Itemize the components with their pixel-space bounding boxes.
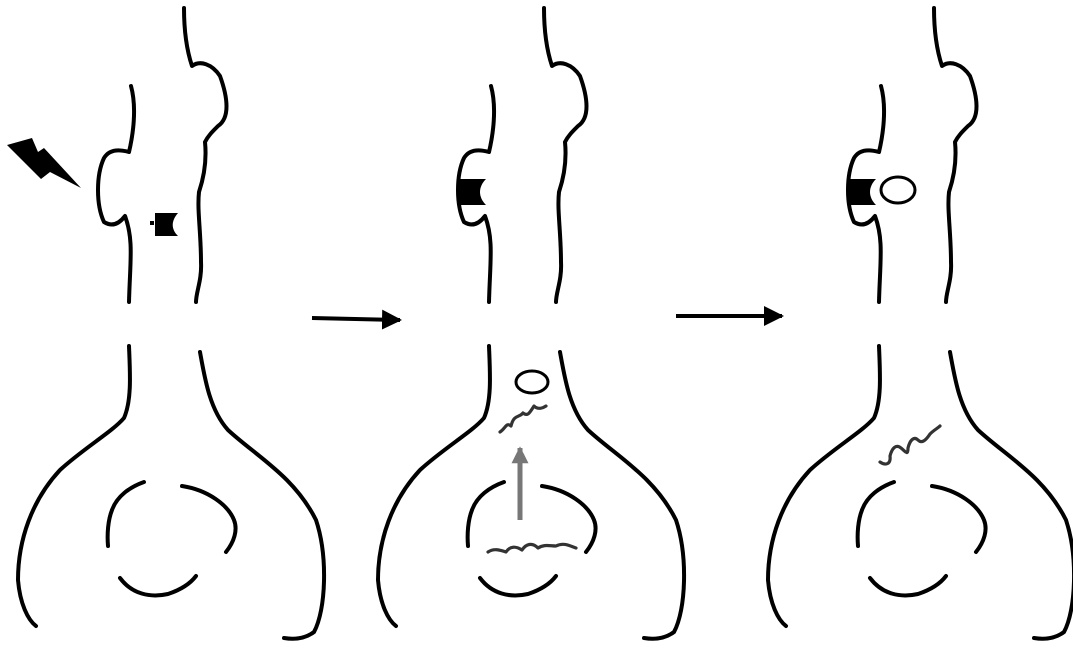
- panel-2: [378, 8, 684, 639]
- spine-neck: [848, 8, 977, 302]
- spine-neck: [458, 8, 587, 302]
- panel-1: [7, 8, 324, 639]
- lightning-bolt-icon: [7, 138, 81, 188]
- synaptic-tag: [460, 179, 486, 205]
- cell-body: [768, 346, 1073, 639]
- mrna-in-dendrite: [880, 426, 940, 464]
- transcribed-mrna: [488, 544, 576, 552]
- captured-vesicle: [881, 177, 915, 203]
- cell-body: [18, 346, 324, 639]
- arrow-panel1-to-panel2: [312, 318, 400, 320]
- detached-tag: [150, 213, 178, 236]
- spine-neck: [98, 8, 227, 302]
- mrna-in-transit: [500, 406, 546, 432]
- synaptic-tag: [850, 179, 876, 205]
- panel-3: [768, 8, 1073, 639]
- vesicle: [516, 371, 548, 393]
